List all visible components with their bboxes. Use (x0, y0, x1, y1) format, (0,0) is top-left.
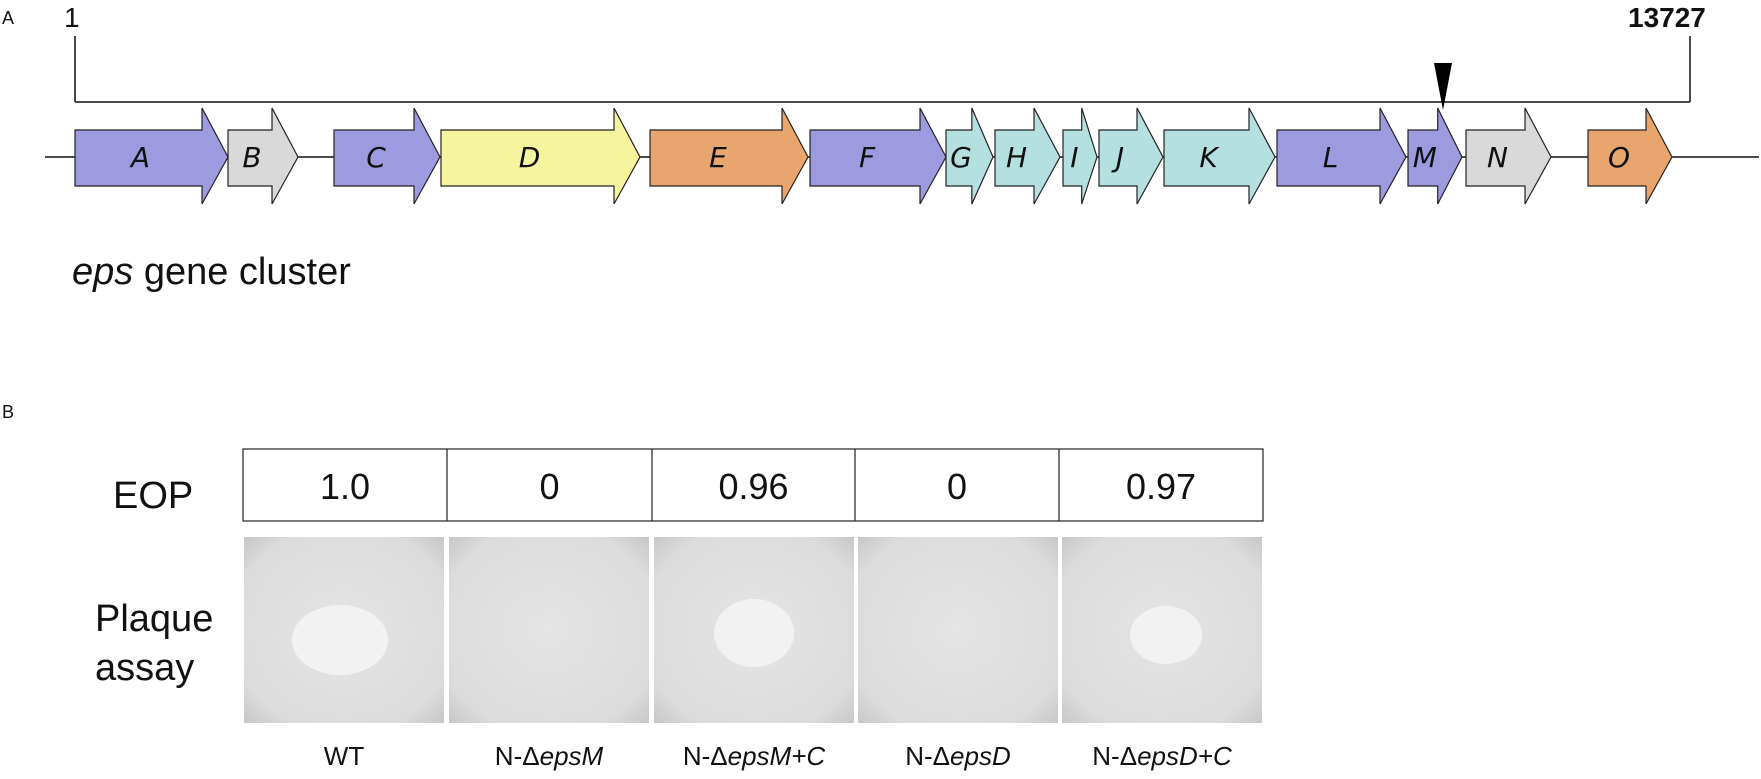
gene-label-e: E (709, 141, 727, 174)
gene-arrow-e (649, 107, 809, 205)
eop-value-cell: 0 (539, 466, 559, 507)
plaque-plate (244, 537, 444, 723)
cluster-label-italic: eps (72, 251, 133, 293)
gene-label-o: O (1608, 141, 1630, 174)
plate-image (449, 537, 649, 723)
ruler-end-label: 13727 (1628, 2, 1706, 33)
gene-label-l: L (1323, 141, 1339, 174)
plaque-row-label-line2: assay (95, 647, 194, 689)
strain-label: N-ΔepsD+C (1092, 741, 1232, 771)
gene-label-k: K (1199, 141, 1220, 174)
gene-label-m: M (1413, 141, 1437, 174)
plaque-spot (714, 599, 794, 667)
gene-i: I (1062, 107, 1098, 205)
gene-k: K (1163, 107, 1276, 205)
gene-arrow-k (1163, 107, 1276, 205)
gene-o: O (1587, 107, 1673, 205)
gene-a: A (74, 107, 229, 205)
gene-label-c: C (366, 141, 386, 174)
gene-g: G (945, 107, 994, 205)
strain-label: N-ΔepsM (495, 741, 604, 771)
strain-label: N-ΔepsM+C (683, 741, 826, 771)
gene-h: H (994, 107, 1061, 205)
plaque-plate (858, 537, 1058, 723)
plaque-plate (449, 537, 649, 723)
strain-prefix: N-Δ (683, 741, 728, 771)
gene-label-g: G (950, 141, 972, 174)
ruler: 1 13727 (64, 2, 1706, 103)
eop-value-cell: 0 (947, 466, 967, 507)
strain-prefix: WT (324, 741, 365, 771)
gene-label-d: D (519, 141, 541, 174)
gene-arrow-b (227, 107, 299, 205)
gene-arrow-m (1407, 107, 1463, 205)
gene-arrow-i (1062, 107, 1098, 205)
gene-arrow-h (994, 107, 1061, 205)
strain-gene: epsD+C (1137, 741, 1232, 771)
gene-arrow-l (1276, 107, 1407, 205)
strain-gene: epsM+C (728, 741, 826, 771)
strain-gene: epsD (950, 741, 1011, 771)
gene-d: D (440, 107, 641, 205)
eop-row-label: EOP (113, 475, 193, 517)
strain-gene: epsM (540, 741, 604, 771)
gene-arrow-n (1465, 107, 1552, 205)
plaque-plate (654, 537, 854, 723)
gene-f: F (809, 107, 947, 205)
ruler-start-label: 1 (64, 2, 80, 33)
strain-prefix: N-Δ (905, 741, 950, 771)
gene-label-h: H (1006, 141, 1027, 174)
plaque-spot (1130, 606, 1202, 664)
plaque-plate (1062, 537, 1262, 723)
gene-c: C (333, 107, 441, 205)
gene-arrow-c (333, 107, 441, 205)
gene-label-i: I (1070, 141, 1078, 174)
eop-table: 1.0 0 0.96 0 0.97 (242, 448, 1264, 522)
gene-l: L (1276, 107, 1407, 205)
gene-arrow-j (1098, 107, 1164, 205)
plate-image (858, 537, 1058, 723)
plaque-spot (292, 605, 388, 675)
gene-label-a: A (129, 141, 150, 174)
plaque-plates (244, 537, 1262, 723)
panel-label-b: B (2, 402, 14, 422)
cluster-label-rest: gene cluster (133, 251, 351, 293)
gene-m: M (1407, 107, 1463, 205)
cluster-label: eps gene cluster (72, 251, 351, 293)
gene-arrow-a (74, 107, 229, 205)
gene-j: J (1098, 107, 1164, 205)
strain-prefix: N-Δ (495, 741, 540, 771)
eop-value-cell: 0.97 (1126, 466, 1196, 507)
gene-arrow-d (440, 107, 641, 205)
gene-arrow-f (809, 107, 947, 205)
insertion-marker-icon (1434, 63, 1452, 110)
strain-prefix: N-Δ (1092, 741, 1137, 771)
gene-label-b: B (242, 141, 261, 174)
gene-label-f: F (859, 141, 876, 174)
gene-label-n: N (1487, 141, 1508, 174)
strain-label: N-ΔepsD (905, 741, 1011, 771)
gene-arrow-g (945, 107, 994, 205)
panel-label-a: A (2, 8, 14, 28)
eop-value-cell: 0.96 (718, 466, 788, 507)
gene-e: E (649, 107, 809, 205)
plaque-row-label-line1: Plaque (95, 598, 213, 640)
strain-label: WT (324, 741, 365, 771)
gene-arrow-o (1587, 107, 1673, 205)
eop-value-cell: 1.0 (320, 466, 370, 507)
gene-n: N (1465, 107, 1552, 205)
gene-b: B (227, 107, 299, 205)
eop-table-frame (242, 448, 1264, 522)
